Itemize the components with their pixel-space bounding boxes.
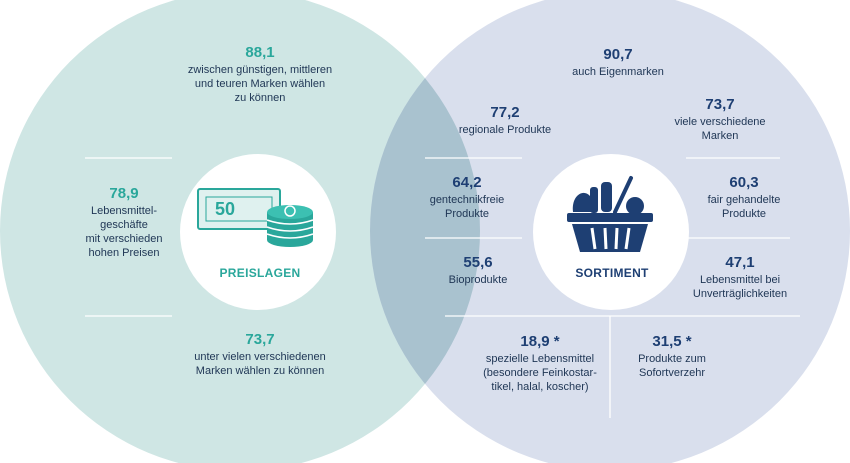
item-value: 64,2 [452,174,482,191]
item-value: 31,5 * [652,333,692,350]
item-value: 73,7 [705,96,735,113]
right-item-1: 77,2 regionale Produkte [459,104,551,137]
item-label: Bioprodukte [448,274,508,286]
item-value: 73,7 [245,331,275,348]
item-value: 60,3 [729,174,759,191]
shopping-basket-icon [567,176,653,252]
right-item-0: 90,7 auch Eigenmarken [572,46,664,79]
right-item-7: 18,9 * spezielle Lebensmittel(besondere … [483,333,597,394]
item-value: 47,1 [725,254,755,271]
item-label: spezielle Lebensmittel(besondere Feinkos… [483,353,597,393]
right-item-5: 55,6 Bioprodukte [449,254,508,287]
divider-lines [85,157,800,418]
price-money-coins-icon [197,188,314,247]
item-value: 78,9 [109,185,139,202]
item-label: regionale Produkte [458,124,552,136]
item-value: 88,1 [245,44,275,61]
preislagen-title: PREISLAGEN [219,266,301,280]
item-value: 18,9 * [520,333,560,350]
sortiment-title: SORTIMENT [575,266,649,280]
item-value: 77,2 [490,104,520,121]
item-value: 55,6 [463,254,493,271]
price-card-value: 50 [215,199,236,219]
item-value: 90,7 [603,46,633,63]
item-label: auch Eigenmarken [572,66,664,78]
